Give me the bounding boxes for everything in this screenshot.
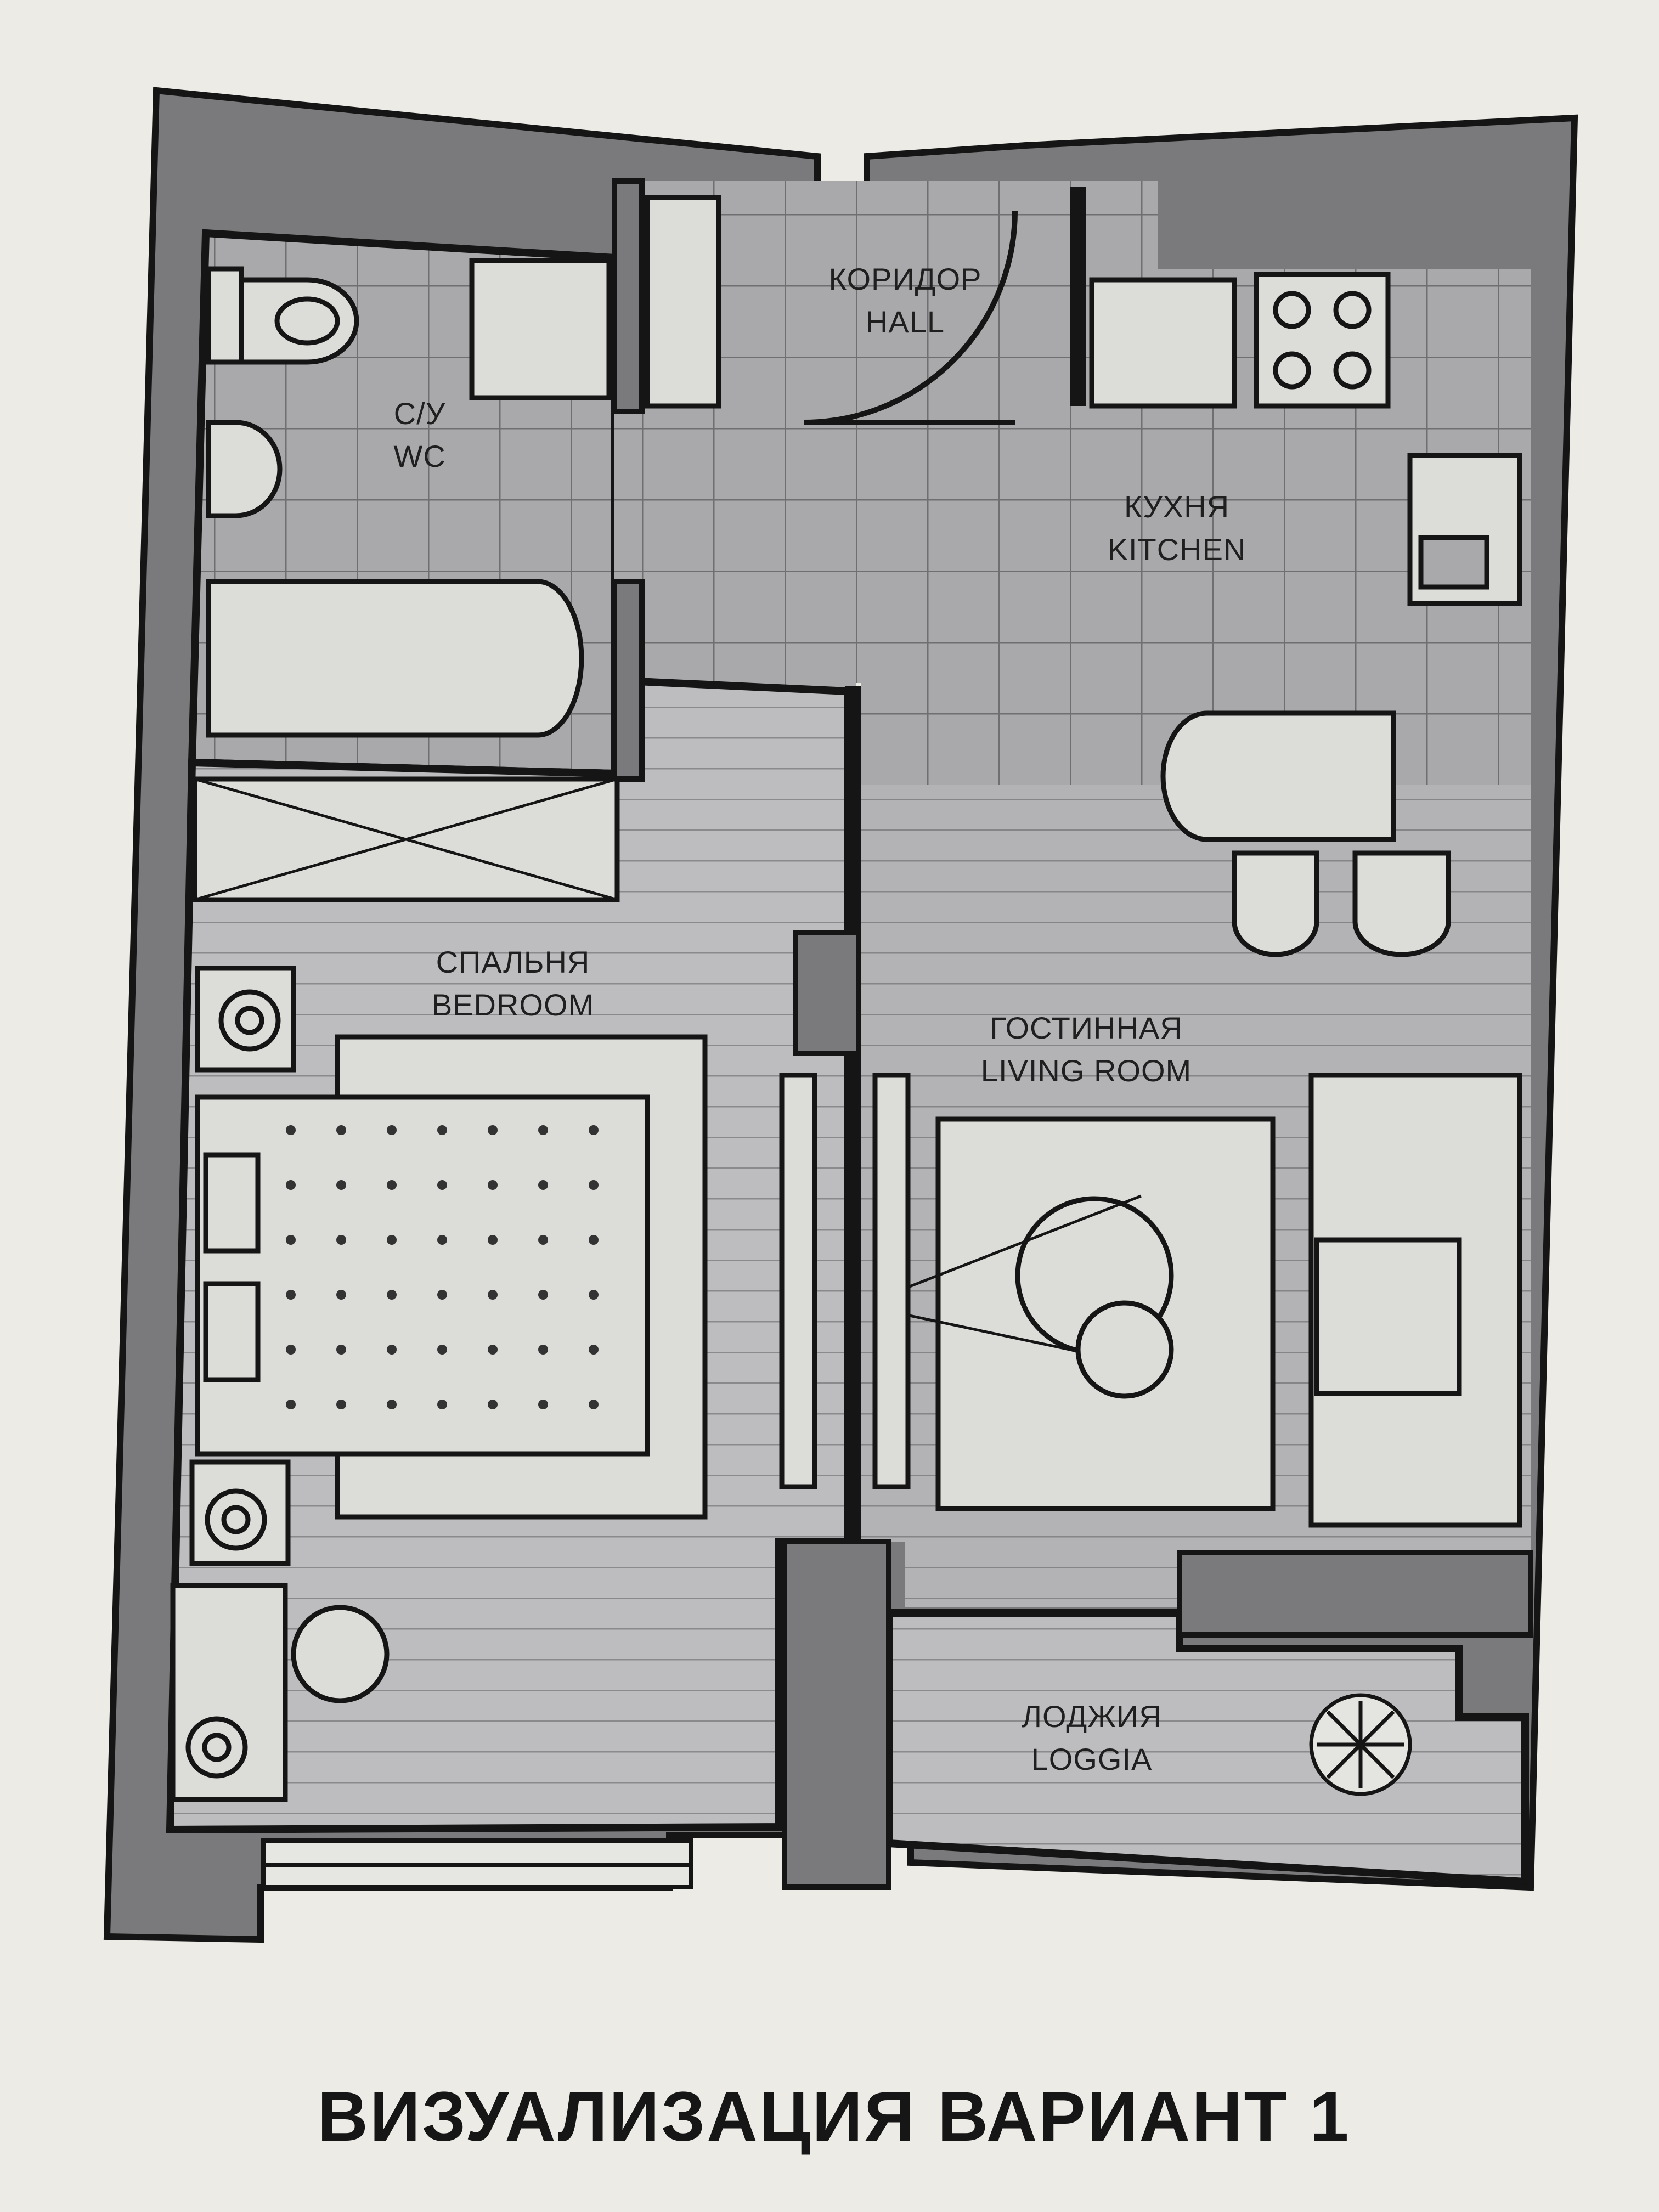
windows [261,1838,1526,1889]
quilt-dot [589,1235,599,1245]
loggia-name-ru: ЛОДЖИЯ [1022,1699,1162,1734]
quilt-dot [387,1235,397,1245]
quilt-dot [286,1125,296,1135]
quilt-dot [589,1400,599,1409]
quilt-dot [387,1180,397,1190]
quilt-dot [336,1180,346,1190]
quilt-dot [336,1290,346,1300]
label-hall: КОРИДОР HALL [785,258,1026,343]
quilt-dot [286,1235,296,1245]
label-living: ГОСТИННАЯ LIVING ROOM [933,1007,1240,1092]
label-loggia: ЛОДЖИЯ LOGGIA [977,1695,1207,1781]
quilt-dot [538,1125,548,1135]
quilt-dot [286,1290,296,1300]
entry-door [803,211,1018,425]
living-name-ru: ГОСТИННАЯ [990,1011,1183,1045]
quilt-dot [336,1125,346,1135]
label-kitchen: КУХНЯ KITCHEN [1059,486,1295,571]
quilt-dot [488,1345,498,1355]
quilt-dot [387,1345,397,1355]
hall-name-ru: КОРИДОР [828,262,982,296]
quilt-dot [488,1125,498,1135]
quilt-dot [589,1345,599,1355]
quilt-dot [488,1400,498,1409]
quilt-dot [387,1290,397,1300]
quilt-dot [538,1235,548,1245]
wc-fixtures [206,195,721,738]
bedroom-name-en: BEDROOM [431,988,595,1022]
quilt-dot [538,1400,548,1409]
loggia-details [1309,1693,1412,1796]
quilt-dot [437,1290,447,1300]
hall-name-en: HALL [865,304,945,339]
quilt-dot [336,1400,346,1409]
label-wc: С/У WC [357,392,483,478]
quilt-dot [437,1400,447,1409]
kitchen-name-ru: КУХНЯ [1124,489,1230,524]
quilt-dot [488,1235,498,1245]
plan-caption: ВИЗУАЛИЗАЦИЯ ВАРИАНТ 1 [317,2078,1351,2156]
quilt-dot [538,1180,548,1190]
quilt-dot [437,1345,447,1355]
quilt-dot [286,1180,296,1190]
quilt-dot [538,1290,548,1300]
living-name-en: LIVING ROOM [980,1053,1192,1088]
label-bedroom: СПАЛЬНЯ BEDROOM [395,941,631,1026]
quilt-dot [488,1180,498,1190]
bed-quilt-dots [286,1125,599,1409]
quilt-dot [336,1345,346,1355]
hall-floor [614,181,1064,697]
quilt-dot [387,1125,397,1135]
interior-walls [612,178,1533,1890]
quilt-dot [589,1290,599,1300]
wc-name-en: WC [393,439,446,473]
quilt-dot [286,1345,296,1355]
loggia-name-en: LOGGIA [1031,1742,1153,1776]
quilt-dot [488,1290,498,1300]
quilt-dot [437,1125,447,1135]
quilt-dot [437,1235,447,1245]
kitchen-name-en: KITCHEN [1107,532,1246,567]
quilt-dot [387,1400,397,1409]
quilt-dot [437,1180,447,1190]
quilt-dot [336,1235,346,1245]
bedroom-name-ru: СПАЛЬНЯ [436,945,590,979]
quilt-dot [538,1345,548,1355]
quilt-dot [589,1180,599,1190]
bedroom-furniture [170,776,708,1802]
quilt-dot [589,1125,599,1135]
kitchen-fixtures [1089,272,1522,957]
wc-name-ru: С/У [393,396,446,431]
quilt-dot [286,1400,296,1409]
living-furniture [779,1073,1522,1528]
